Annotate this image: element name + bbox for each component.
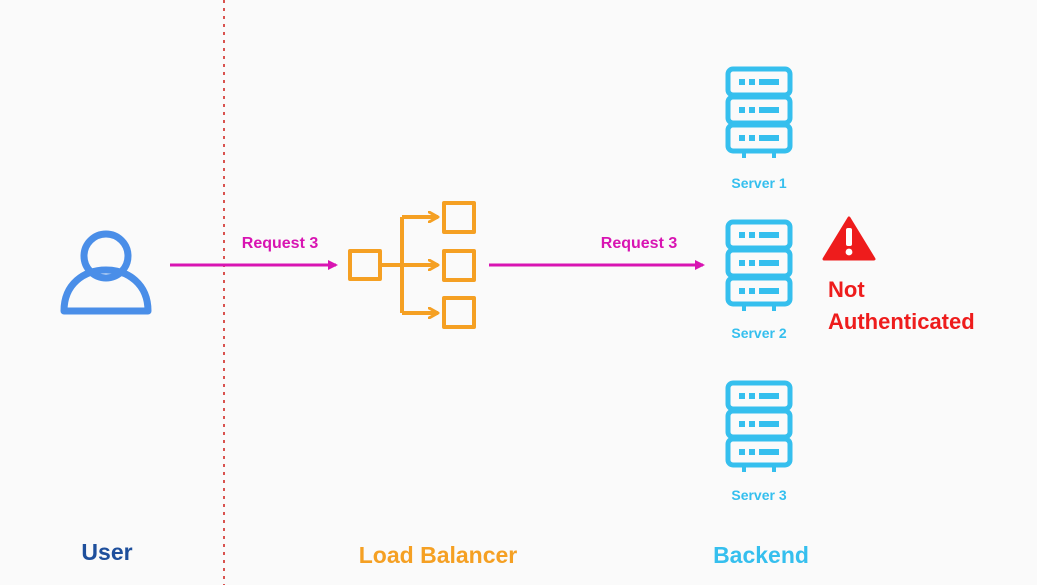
server-icon xyxy=(728,383,790,472)
server-label: Server 3 xyxy=(731,487,786,503)
server-label: Server 2 xyxy=(731,325,786,341)
server-1: Server 1 xyxy=(728,69,790,191)
request-label-1: Request 3 xyxy=(242,235,319,252)
warning-text-line1: Not xyxy=(828,277,865,302)
load-balancer-icon xyxy=(348,201,476,329)
server-icon xyxy=(728,69,790,158)
server-icon xyxy=(728,222,790,311)
user-icon xyxy=(60,230,152,315)
warning-text-line2: Authenticated xyxy=(828,309,975,334)
column-label-load-balancer: Load Balancer xyxy=(359,542,518,568)
server-3: Server 3 xyxy=(728,383,790,503)
server-2: Server 2 xyxy=(728,222,790,341)
column-label-backend: Backend xyxy=(713,542,809,568)
server-label: Server 1 xyxy=(731,175,786,191)
column-label-user: User xyxy=(81,539,132,565)
request-label-2: Request 3 xyxy=(601,235,678,252)
warning-triangle-icon xyxy=(822,216,876,261)
